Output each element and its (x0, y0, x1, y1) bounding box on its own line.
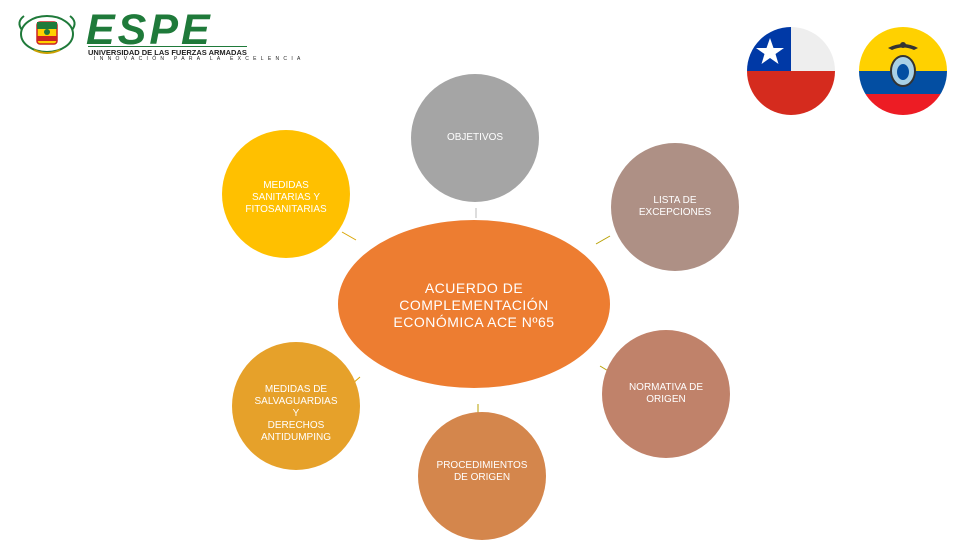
center-node: ACUERDO DE COMPLEMENTACIÓN ECONÓMICA ACE… (336, 218, 612, 390)
chile-flag-icon (747, 27, 835, 115)
normativa-origen-label: NORMATIVA DE ORIGEN (628, 382, 704, 405)
medidas-sanitarias-node: MEDIDAS SANITARIAS Y FITOSANITARIAS (222, 130, 350, 258)
medidas-salvaguardias-node: MEDIDAS DE SALVAGUARDIAS Y DERECHOS ANTI… (232, 342, 360, 470)
connector-lista-excepciones (595, 235, 611, 245)
objetivos-label: OBJETIVOS (446, 132, 504, 143)
objetivos-node: OBJETIVOS (411, 74, 539, 202)
procedimientos-origen-label: PROCEDIMIENTOS DE ORIGEN (436, 460, 528, 483)
procedimientos-origen-node: PROCEDIMIENTOS DE ORIGEN (418, 412, 546, 540)
lista-excepciones-node: LISTA DE EXCEPCIONES (611, 143, 739, 271)
medidas-sanitarias-label: MEDIDAS SANITARIAS Y FITOSANITARIAS (245, 180, 327, 215)
logo-motto: INNOVACIÓN PARA LA EXCELENCIA (94, 56, 305, 62)
logo-subtitle: UNIVERSIDAD DE LAS FUERZAS ARMADAS (88, 46, 247, 57)
lista-excepciones-label: LISTA DE EXCEPCIONES (638, 195, 712, 218)
center-label: ACUERDO DE COMPLEMENTACIÓN ECONÓMICA ACE… (393, 280, 555, 330)
university-seal-icon (18, 15, 76, 54)
connector-medidas-sanitarias (341, 231, 357, 241)
ecuador-flag-icon (859, 27, 947, 115)
normativa-origen-node: NORMATIVA DE ORIGEN (602, 330, 730, 458)
medidas-salvaguardias-label: MEDIDAS DE SALVAGUARDIAS Y DERECHOS ANTI… (254, 384, 338, 443)
espe-logo: ESPE UNIVERSIDAD DE LAS FUERZAS ARMADAS … (14, 6, 300, 64)
